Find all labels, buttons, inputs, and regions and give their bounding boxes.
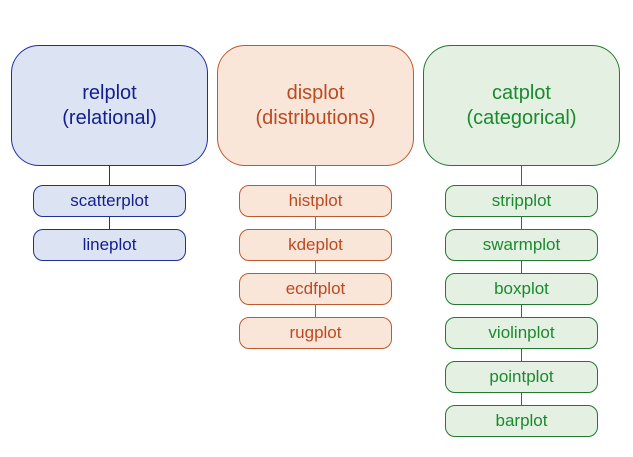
relplot-title: relplot bbox=[82, 81, 137, 104]
node-rugplot: rugplot bbox=[239, 317, 392, 349]
node-label: violinplot bbox=[488, 323, 555, 342]
node-swarmplot: swarmplot bbox=[445, 229, 598, 261]
node-kdeplot: kdeplot bbox=[239, 229, 392, 261]
relplot-parent-box: relplot (relational) bbox=[11, 45, 208, 166]
node-label: barplot bbox=[495, 411, 548, 430]
node-stripplot: stripplot bbox=[445, 185, 598, 217]
node-barplot: barplot bbox=[445, 405, 598, 437]
catplot-title: catplot bbox=[492, 81, 551, 104]
connector-line bbox=[520, 166, 523, 185]
connector-line bbox=[108, 217, 111, 229]
connector-line bbox=[520, 349, 523, 361]
displot-parent-box: displot (distributions) bbox=[217, 45, 414, 166]
node-label: histplot bbox=[288, 191, 343, 210]
connector-line bbox=[314, 166, 317, 185]
column-displot: displot (distributions) histplot kdeplot… bbox=[217, 45, 414, 349]
connector-line bbox=[314, 261, 317, 273]
catplot-subtitle: (categorical) bbox=[466, 106, 577, 129]
node-label: ecdfplot bbox=[285, 279, 346, 298]
node-label: lineplot bbox=[82, 235, 137, 254]
node-violinplot: violinplot bbox=[445, 317, 598, 349]
node-pointplot: pointplot bbox=[445, 361, 598, 393]
node-label: swarmplot bbox=[482, 235, 561, 254]
node-scatterplot: scatterplot bbox=[33, 185, 186, 217]
relplot-subtitle: (relational) bbox=[62, 106, 157, 129]
node-boxplot: boxplot bbox=[445, 273, 598, 305]
node-label: pointplot bbox=[489, 367, 554, 386]
node-label: boxplot bbox=[494, 279, 549, 298]
catplot-parent-box: catplot (categorical) bbox=[423, 45, 620, 166]
connector-line bbox=[520, 305, 523, 317]
connector-line bbox=[520, 217, 523, 229]
node-label: kdeplot bbox=[288, 235, 343, 254]
displot-subtitle: (distributions) bbox=[255, 106, 376, 129]
column-relplot: relplot (relational) scatterplot lineplo… bbox=[11, 45, 208, 261]
column-catplot: catplot (categorical) stripplot swarmplo… bbox=[423, 45, 620, 437]
connector-line bbox=[108, 166, 111, 185]
node-label: rugplot bbox=[289, 323, 342, 342]
node-label: scatterplot bbox=[70, 191, 149, 210]
node-histplot: histplot bbox=[239, 185, 392, 217]
connector-line bbox=[314, 305, 317, 317]
node-label: stripplot bbox=[491, 191, 552, 210]
connector-line bbox=[520, 261, 523, 273]
connector-line bbox=[520, 393, 523, 405]
node-lineplot: lineplot bbox=[33, 229, 186, 261]
displot-title: displot bbox=[286, 81, 345, 104]
connector-line bbox=[314, 217, 317, 229]
node-ecdfplot: ecdfplot bbox=[239, 273, 392, 305]
